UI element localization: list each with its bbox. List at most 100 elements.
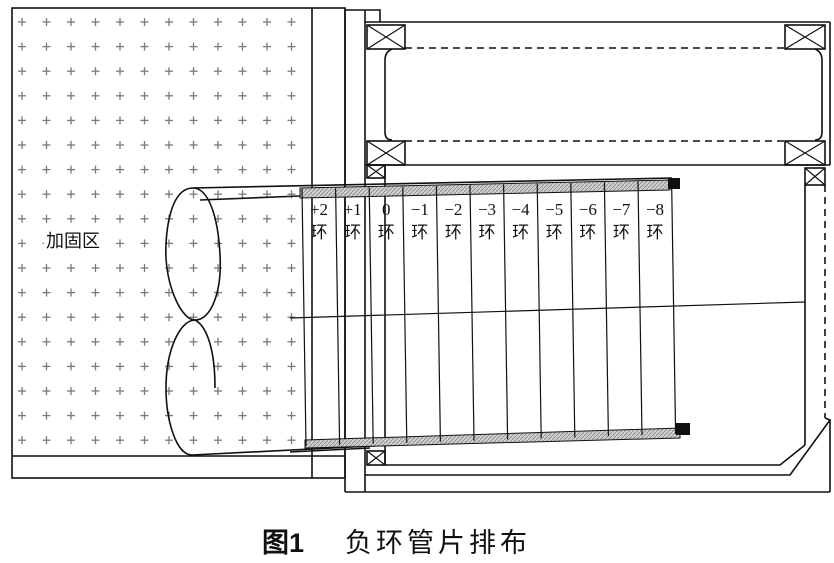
reinforcement-cross-mark <box>263 239 271 248</box>
reinforcement-cross-mark <box>214 165 222 174</box>
reinforcement-cross-mark <box>18 362 26 371</box>
reinforcement-cross-mark <box>116 436 124 445</box>
reinforcement-cross-mark <box>238 141 247 149</box>
reinforcement-cross-mark <box>140 190 149 199</box>
reinforcement-cross-mark <box>116 362 124 371</box>
reinforcement-cross-mark <box>18 91 26 100</box>
reinforcement-cross-mark <box>214 190 222 199</box>
reinforcement-cross-mark <box>42 214 51 223</box>
reinforcement-cross-mark <box>18 387 26 395</box>
reinforcement-cross-mark <box>287 337 296 346</box>
ring-joint-line <box>368 187 374 444</box>
lower-chamber-floor <box>385 444 806 466</box>
reinforcement-cross-mark <box>116 116 124 125</box>
support-box-small <box>366 164 386 179</box>
reinforcement-cross-mark <box>263 387 271 395</box>
reinforcement-cross-mark <box>91 411 100 420</box>
reinforcement-cross-mark <box>18 288 26 297</box>
reinforcement-cross-mark <box>263 141 271 149</box>
reinforcement-cross-mark <box>165 190 173 199</box>
ring-number-label: −2 <box>444 200 462 219</box>
reinforcement-cross-mark <box>189 18 198 26</box>
ring-unit-label: 环 <box>445 223 462 242</box>
reinforcement-cross-mark <box>214 411 222 420</box>
ring-number-label: 0 <box>382 200 391 219</box>
tunnel-center-line <box>289 301 806 319</box>
reinforcement-cross-mark <box>91 116 100 125</box>
reinforcement-cross-mark <box>263 264 271 272</box>
reinforcement-cross-mark <box>116 264 124 272</box>
reinforcement-cross-mark <box>165 18 173 26</box>
reinforcement-cross-mark <box>263 214 271 223</box>
reinforcement-cross-mark <box>263 18 271 26</box>
reinforcement-cross-mark <box>238 165 247 174</box>
reinforcement-cross-mark <box>67 18 75 26</box>
reinforcement-cross-mark <box>18 67 26 76</box>
figure-caption-title: 负环管片排布 <box>345 528 531 558</box>
reinforcement-cross-mark <box>42 18 51 26</box>
reinforcement-cross-pattern <box>18 18 296 445</box>
reinforcement-cross-mark <box>214 436 222 445</box>
reinforcement-cross-mark <box>18 116 26 125</box>
reinforcement-cross-mark <box>18 239 26 248</box>
ring-unit-label: 环 <box>479 223 496 242</box>
reinforcement-cross-mark <box>18 337 26 346</box>
reinforcement-cross-mark <box>238 67 247 76</box>
ring-joint-line <box>301 188 307 446</box>
reinforcement-cross-mark <box>116 91 124 100</box>
reinforcement-cross-mark <box>91 67 100 76</box>
reinforcement-cross-mark <box>18 141 26 149</box>
station-floor-inner <box>365 417 832 476</box>
reinforcement-cross-mark <box>189 264 198 272</box>
upper-chamber-left-wall <box>384 48 393 141</box>
ring-unit-label: 环 <box>512 223 529 242</box>
reinforcement-cross-mark <box>189 42 198 51</box>
reinforcement-cross-mark <box>91 18 100 26</box>
reinforcement-cross-mark <box>140 91 149 100</box>
reinforcement-cross-mark <box>18 313 26 322</box>
reinforcement-cross-mark <box>263 436 271 445</box>
reinforcement-cross-mark <box>214 387 222 395</box>
reinforcement-cross-mark <box>238 362 247 371</box>
reinforcement-cross-mark <box>287 67 296 76</box>
reinforcement-cross-mark <box>263 411 271 420</box>
reinforcement-cross-mark <box>189 387 198 395</box>
reinforcement-cross-mark <box>116 18 124 26</box>
reinforcement-cross-mark <box>287 387 296 395</box>
ring-unit-label: 环 <box>579 223 596 242</box>
reinforcement-cross-mark <box>214 42 222 51</box>
reinforcement-cross-mark <box>140 165 149 174</box>
reinforcement-cross-mark <box>189 116 198 125</box>
reinforcement-cross-mark <box>140 239 149 248</box>
reinforcement-zone: 加固区 <box>11 7 346 479</box>
reinforcement-cross-mark <box>189 337 198 346</box>
reinforcement-cross-mark <box>140 362 149 371</box>
reinforcement-cross-mark <box>91 165 100 174</box>
reinforcement-cross-mark <box>140 214 149 223</box>
reinforcement-cross-mark <box>91 288 100 297</box>
reinforcement-cross-mark <box>263 91 271 100</box>
reinforcement-cross-mark <box>214 116 222 125</box>
reinforcement-cross-mark <box>42 337 51 346</box>
reinforcement-cross-mark <box>91 42 100 51</box>
reinforcement-cross-mark <box>287 42 296 51</box>
reinforcement-cross-mark <box>67 411 75 420</box>
support-box <box>784 24 826 50</box>
reinforcement-cross-mark <box>116 337 124 346</box>
reinforcement-cross-mark <box>140 116 149 125</box>
reinforcement-cross-mark <box>165 141 173 149</box>
reinforcement-cross-mark <box>214 239 222 248</box>
reinforcement-cross-mark <box>287 116 296 125</box>
ring-joint-lines <box>301 180 677 446</box>
reinforcement-cross-mark <box>91 436 100 445</box>
ring-unit-label: 环 <box>647 223 664 242</box>
reinforcement-cross-mark <box>116 165 124 174</box>
reinforcement-cross-mark <box>189 214 198 223</box>
reinforcement-cross-mark <box>287 91 296 100</box>
reinforcement-cross-mark <box>42 91 51 100</box>
ring-number-label: −3 <box>478 200 496 219</box>
reinforcement-cross-mark <box>238 91 247 100</box>
reinforcement-cross-mark <box>116 67 124 76</box>
